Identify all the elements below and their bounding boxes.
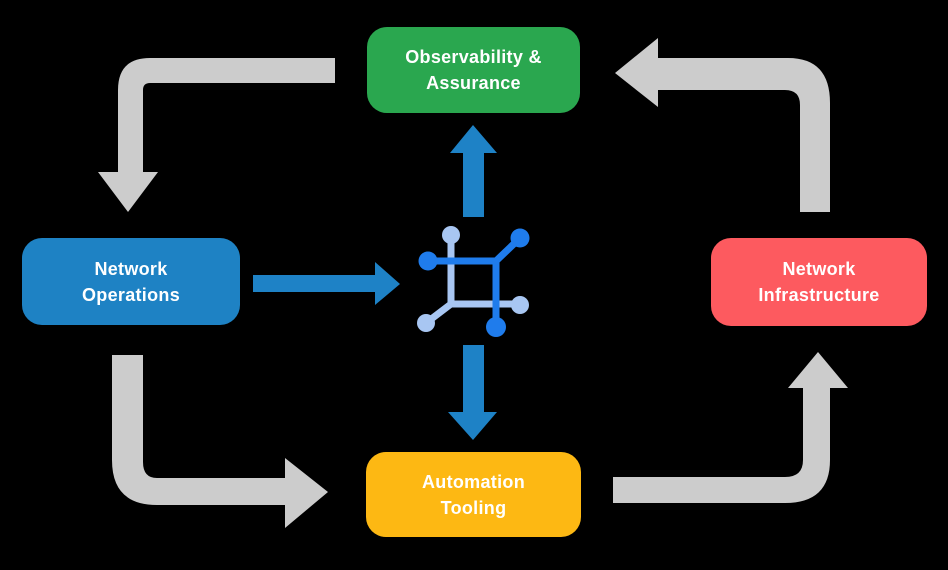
icon-node-top: [442, 226, 460, 244]
node-network-infrastructure: Network Infrastructure: [711, 238, 927, 326]
node-label-line: Automation: [422, 471, 525, 492]
node-label-line: Tooling: [440, 497, 507, 518]
node-label-line: Operations: [81, 284, 181, 305]
node-automation-tooling: Automation Tooling: [366, 452, 581, 537]
node-label-line: Infrastructure: [758, 285, 880, 305]
node-network-operations: Network Operations: [22, 238, 240, 325]
icon-node-left: [418, 251, 438, 271]
arrow-infrastructure-to-observability: [615, 38, 830, 212]
arrow-operations-to-automation: [112, 355, 328, 528]
node-label-line: Observability &: [405, 47, 542, 67]
arrow-center-to-automation: [448, 345, 497, 440]
arrow-operations-to-center: [253, 262, 400, 305]
icon-node-top-right: [510, 228, 530, 248]
node-observability-assurance: Observability & Assurance: [367, 27, 580, 113]
icon-node-bottom-left: [417, 314, 435, 332]
arrow-automation-to-infrastructure: [613, 352, 848, 503]
icon-node-right: [511, 296, 529, 314]
node-label-line: Network: [94, 258, 168, 279]
node-label-line: Network: [782, 259, 856, 279]
arrow-center-to-observability: [450, 125, 497, 217]
arrow-observability-to-operations: [98, 58, 335, 212]
icon-node-bottom: [486, 317, 506, 337]
network-mesh-icon: [417, 226, 530, 337]
node-label-line: Assurance: [426, 73, 521, 93]
